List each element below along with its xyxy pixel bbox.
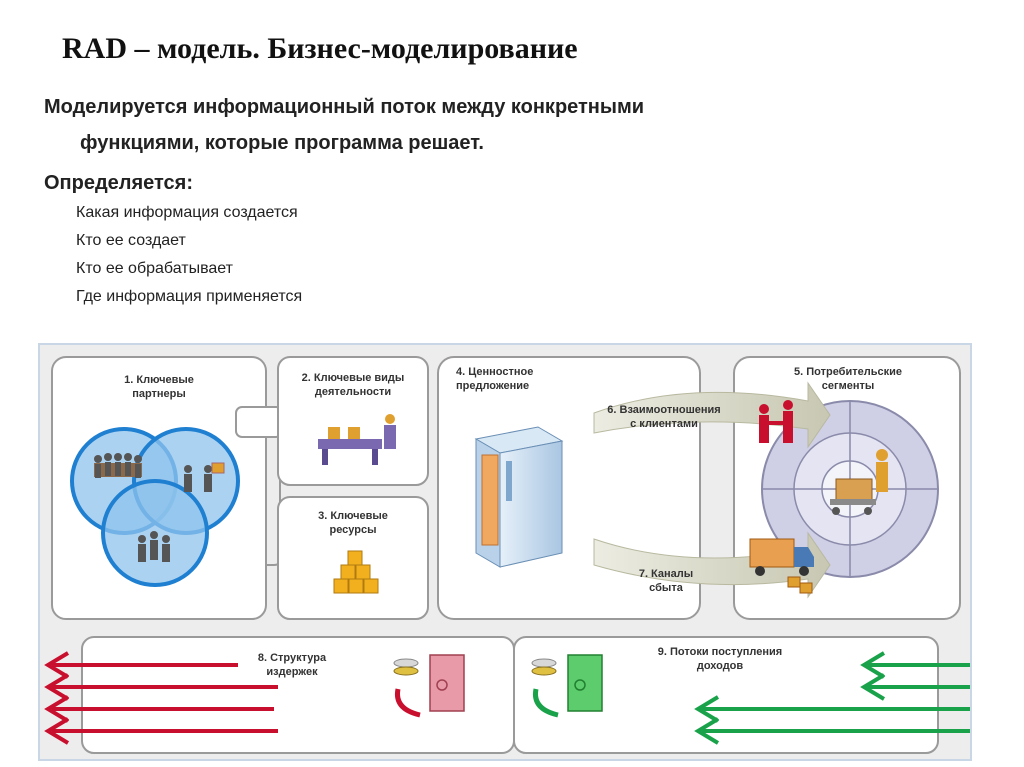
block-channels: 7. Каналы сбыта xyxy=(639,538,814,594)
block-cost-structure: 8. Структура издержек xyxy=(81,636,515,754)
block-label: 6. Взаимоотношения xyxy=(607,404,720,416)
money-safe-icon xyxy=(393,654,465,718)
people-group-icon xyxy=(94,453,142,478)
block-key-partners: 1. Ключевые партнеры xyxy=(51,356,267,620)
conveyor-workers-icon xyxy=(318,414,396,465)
block-label: 1. Ключевые xyxy=(124,374,194,386)
block-label: доходов xyxy=(697,660,744,672)
cost-arrows xyxy=(44,651,278,745)
workers-group-icon xyxy=(138,531,170,562)
block-label: 9. Потоки поступления xyxy=(658,646,782,658)
block-label: ресурсы xyxy=(329,524,376,536)
block-label: 5. Потребительские xyxy=(794,366,902,378)
list-item: Кто ее обрабатывает xyxy=(76,260,233,277)
boxes-stack-icon xyxy=(333,550,379,594)
block-customer-relationships: 6. Взаимоотношения с клиентами xyxy=(607,400,793,443)
subheading: Определяется: xyxy=(44,172,194,194)
block-revenue-streams: 9. Потоки поступления доходов xyxy=(513,636,939,754)
business-model-diagram: 1. Ключевые партнеры 2. Ключевые виды де… xyxy=(38,343,972,761)
handshake-icon xyxy=(759,400,793,443)
block-label: издержек xyxy=(266,666,318,678)
block-label: 7. Каналы xyxy=(639,568,693,580)
description-line-2: функциями, которые программа решает. xyxy=(80,132,484,154)
handshake-people-icon xyxy=(184,462,225,492)
relationships-arrow xyxy=(593,381,831,449)
money-safe-icon xyxy=(531,654,603,718)
server-icon xyxy=(474,426,564,568)
block-key-activities: 2. Ключевые виды деятельности xyxy=(277,356,429,486)
connector-tab xyxy=(235,406,283,438)
channels-arrow xyxy=(593,531,831,599)
block-label: с клиентами xyxy=(630,418,698,430)
block-label: 4. Ценностное xyxy=(456,366,533,378)
block-label: 8. Структура xyxy=(258,652,327,664)
block-label: предложение xyxy=(456,380,529,392)
list-item: Какая информация создается xyxy=(76,204,298,221)
block-label: 3. Ключевые xyxy=(318,510,388,522)
block-key-resources: 3. Ключевые ресурсы xyxy=(277,496,429,620)
revenue-arrows xyxy=(694,651,970,745)
list-item: Где информация применяется xyxy=(76,288,303,305)
shopping-cart-customer-icon xyxy=(830,449,888,515)
block-label: сбыта xyxy=(649,582,684,594)
description-line-1: Моделируется информационный поток между … xyxy=(44,96,645,118)
delivery-truck-icon xyxy=(749,538,814,594)
slide-title: RAD – модель. Бизнес-моделирование xyxy=(62,32,578,65)
block-label: деятельности xyxy=(315,386,391,398)
block-label: 2. Ключевые виды xyxy=(302,372,405,384)
list-item: Кто ее создает xyxy=(76,232,186,249)
block-label: сегменты xyxy=(822,380,875,392)
block-label: партнеры xyxy=(132,388,186,400)
